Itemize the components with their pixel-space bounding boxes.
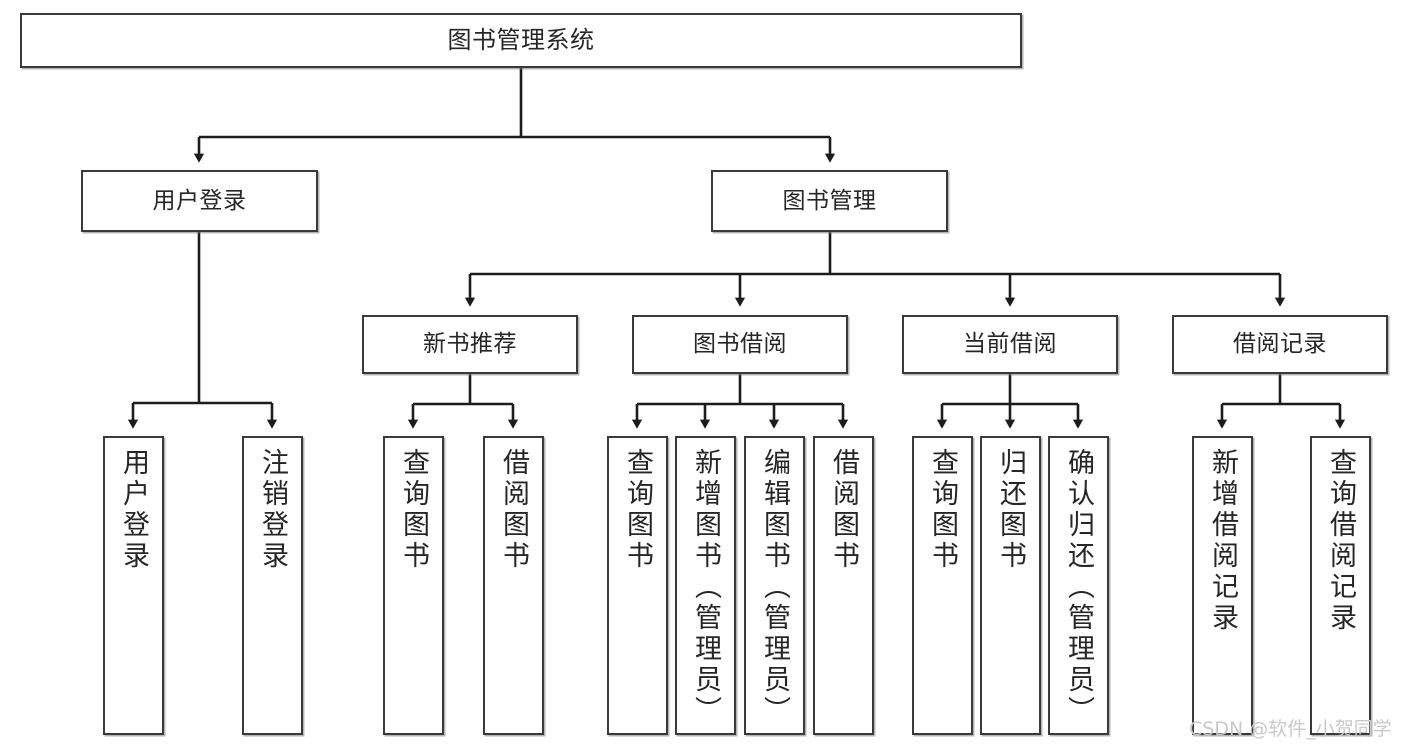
node-label: 归还图书 [995,448,1026,572]
node-label: 查询图书 [622,448,653,572]
node-label: 图书管理系统 [447,25,595,54]
node-label: 查询图书 [398,448,429,572]
node-leaf-logout[interactable]: 注销登录 [242,436,303,735]
node-label: 新增借阅记录 [1207,448,1238,634]
node-borrow-record[interactable]: 借阅记录 [1172,315,1388,374]
node-label: 新增图书（管理员） [690,448,721,727]
node-leaf-user-login[interactable]: 用户登录 [103,436,164,735]
node-label: 新书推荐 [423,331,517,358]
node-leaf-return-book[interactable]: 归还图书 [980,436,1041,735]
node-book-borrow[interactable]: 图书借阅 [632,315,848,374]
node-label: 当前借阅 [963,331,1057,358]
node-leaf-query-book-borrow[interactable]: 查询图书 [607,436,668,735]
csdn-watermark: CSDN @软件_小贺同学 [1189,718,1392,740]
node-label: 借阅图书 [828,448,859,572]
node-label: 借阅记录 [1233,331,1327,358]
node-label: 查询图书 [927,448,958,572]
node-leaf-query-book-recommend[interactable]: 查询图书 [383,436,444,735]
node-label: 查询借阅记录 [1325,448,1356,634]
node-label: 用户登录 [118,448,149,572]
node-leaf-query-book-current[interactable]: 查询图书 [912,436,973,735]
node-leaf-borrow-book[interactable]: 借阅图书 [813,436,874,735]
node-label: 确认归还（管理员） [1063,448,1094,727]
node-new-book-recommend[interactable]: 新书推荐 [362,315,578,374]
node-leaf-confirm-return-admin[interactable]: 确认归还（管理员） [1048,436,1109,735]
node-current-borrow[interactable]: 当前借阅 [902,315,1118,374]
node-leaf-add-borrow-record[interactable]: 新增借阅记录 [1192,436,1253,735]
node-leaf-edit-book-admin[interactable]: 编辑图书（管理员） [744,436,805,735]
node-book-management[interactable]: 图书管理 [711,170,948,232]
node-label: 借阅图书 [498,448,529,572]
node-leaf-borrow-book-recommend[interactable]: 借阅图书 [483,436,544,735]
node-label: 用户登录 [152,187,247,214]
node-root-book-management-system[interactable]: 图书管理系统 [20,13,1022,68]
node-leaf-query-borrow-record[interactable]: 查询借阅记录 [1310,436,1371,735]
node-leaf-add-book-admin[interactable]: 新增图书（管理员） [675,436,736,735]
node-label: 编辑图书（管理员） [759,448,790,727]
node-user-login[interactable]: 用户登录 [81,170,318,232]
node-label: 图书管理 [782,187,877,214]
node-label: 注销登录 [257,448,288,572]
node-label: 图书借阅 [693,331,787,358]
